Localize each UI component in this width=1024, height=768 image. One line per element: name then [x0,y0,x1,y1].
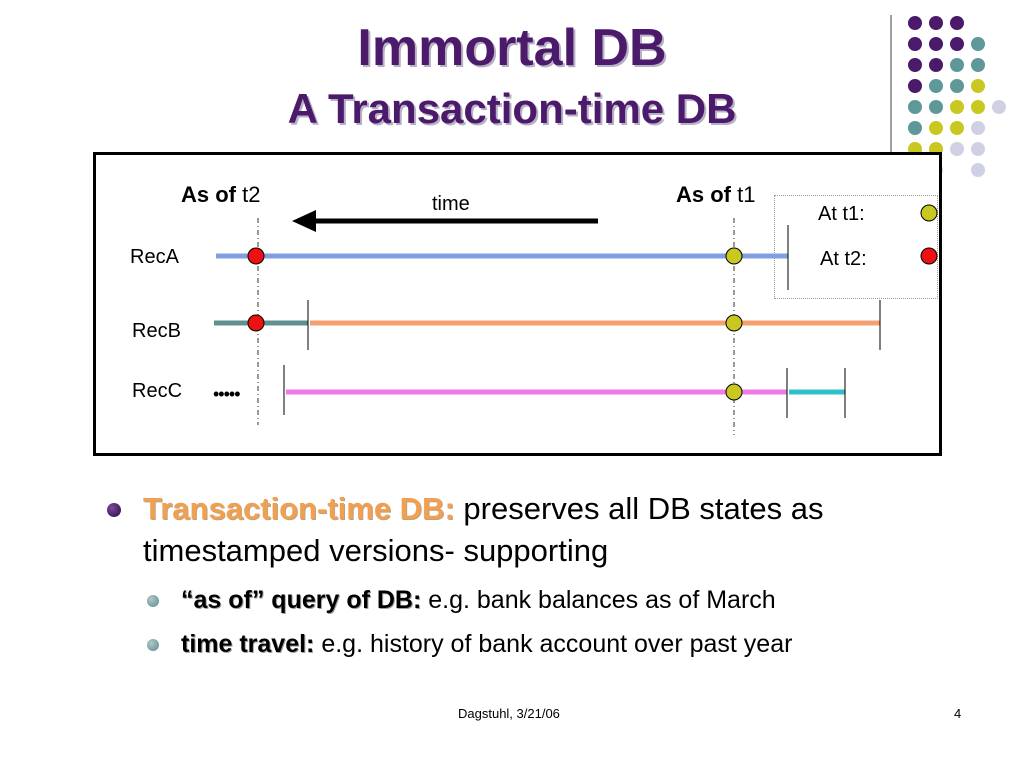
legend-box [774,195,938,299]
sub-bullet-lead: time travel: [181,630,315,658]
reca-t2-marker [247,247,265,265]
decorative-dot [929,37,943,51]
decorative-dot [971,163,985,177]
decorative-dot [971,142,985,156]
bullet-main-lead: Transaction-time DB: [143,491,455,526]
bullet-marker [107,503,121,517]
decorative-dot [908,16,922,30]
bullet-main: Transaction-time DB: preserves all DB st… [143,488,973,572]
time-label: time [432,193,470,215]
decorative-dot [908,100,922,114]
decorative-dot [950,16,964,30]
decorative-dot [908,121,922,135]
decorative-dot [929,58,943,72]
legend-t1-marker [920,204,938,222]
decorative-dot [950,100,964,114]
record-label-recc: RecC [132,380,182,402]
decorative-dot [950,37,964,51]
decorative-dot [971,121,985,135]
decorative-dot [950,142,964,156]
sub-bullet-marker [147,595,159,607]
recc-t1-marker [725,383,743,401]
slide-title: Immortal DB [357,19,667,77]
legend-t2-marker [920,247,938,265]
sub-bullet-marker [147,639,159,651]
sub-bullet-time-travel: time travel: e.g. history of bank accoun… [181,628,981,660]
footer-text: Dagstuhl, 3/21/06 [458,706,560,721]
as-of-t1-label: As of t1 [676,182,755,207]
decorative-dot [950,121,964,135]
decorative-dot [950,58,964,72]
slide-subtitle: A Transaction-time DB [287,85,737,132]
decorative-dot [971,79,985,93]
as-of-t2-label: As of t2 [181,182,260,207]
record-label-recb: RecB [132,320,181,342]
bullet-main-text: preserves all DB states as timestamped v… [143,491,824,568]
record-label-reca: RecA [130,246,180,268]
decorative-dot [929,100,943,114]
decorative-vertical-line [890,15,892,155]
decorative-dot [908,79,922,93]
diagram-frame [93,152,942,456]
decorative-dot [971,100,985,114]
legend-at-t1-label: At t1: [818,203,865,225]
legend-at-t2-label: At t2: [820,248,867,270]
decorative-dot [908,58,922,72]
decorative-dot [908,37,922,51]
sub-bullet-as-of: “as of” query of DB: e.g. bank balances … [181,584,981,616]
page-number: 4 [954,706,962,721]
decorative-dot [929,16,943,30]
decorative-dot [992,100,1006,114]
sub-bullet-text: e.g. history of bank account over past y… [314,630,793,658]
recb-t1-marker [725,314,743,332]
decorative-dot [929,121,943,135]
decorative-dot [971,37,985,51]
reca-t1-marker [725,247,743,265]
recc-prefix-dots: ••••• [213,384,240,404]
decorative-dot [950,79,964,93]
time-arrow-head [292,210,316,232]
sub-bullet-text: e.g. bank balances as of March [421,586,776,614]
decorative-dot [971,58,985,72]
decorative-dot [929,79,943,93]
sub-bullet-lead: “as of” query of DB: [181,586,422,614]
recb-t2-marker [247,314,265,332]
